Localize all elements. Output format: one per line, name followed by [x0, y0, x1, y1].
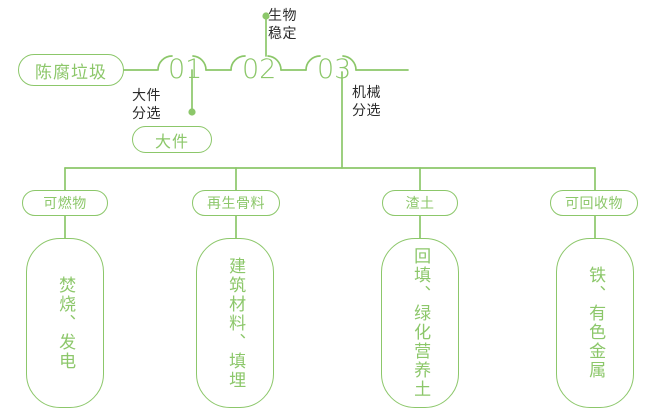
- node-destination-4[interactable]: 铁、有色金属: [556, 238, 634, 408]
- node-root[interactable]: 陈腐垃圾: [18, 54, 124, 86]
- caption-stage-03-line2: 分选: [352, 102, 381, 119]
- arc-01-left: [157, 55, 173, 71]
- node-category-1-label: 可燃物: [43, 196, 87, 212]
- caption-stage-03-line1: 机械: [352, 85, 381, 101]
- stage-number-03[interactable]: 03: [317, 54, 352, 85]
- node-destination-2-label: 建筑材料、填埋: [225, 256, 246, 390]
- node-side-output[interactable]: 大件: [132, 126, 212, 153]
- node-destination-3[interactable]: 回填、绿化营养土: [381, 238, 459, 408]
- caption-stage-01: 大件 分选: [132, 88, 161, 124]
- node-side-output-label: 大件: [154, 131, 189, 151]
- node-destination-1[interactable]: 焚烧、发电: [26, 238, 104, 408]
- arc-02-right: [267, 55, 282, 71]
- node-category-4-label: 可回收物: [565, 196, 623, 212]
- node-category-2-label: 再生骨料: [207, 196, 265, 212]
- arc-03-right: [342, 55, 357, 71]
- arc-03-left: [305, 55, 321, 71]
- caption-stage-02-line2: 稳定: [268, 25, 297, 42]
- caption-stage-02: 生物 稳定: [268, 8, 297, 44]
- endpoint-dot-bulky: [188, 108, 196, 116]
- arc-01-right: [192, 55, 207, 71]
- stage-number-01[interactable]: 01: [168, 54, 203, 85]
- caption-stage-01-line2: 分选: [132, 105, 161, 122]
- node-category-2[interactable]: 再生骨料: [192, 190, 280, 216]
- caption-stage-01-line1: 大件: [132, 88, 161, 104]
- caption-stage-02-line1: 生物: [268, 8, 297, 24]
- caption-stage-03: 机械 分选: [352, 85, 381, 121]
- node-destination-4-label: 铁、有色金属: [585, 266, 606, 380]
- arc-02-left: [230, 55, 246, 71]
- node-category-3[interactable]: 渣土: [382, 190, 458, 216]
- node-destination-3-label: 回填、绿化营养土: [410, 247, 431, 399]
- endpoint-dot-bio: [262, 12, 270, 20]
- stage-number-02[interactable]: 02: [242, 54, 277, 85]
- node-destination-2[interactable]: 建筑材料、填埋: [196, 238, 274, 408]
- node-category-1[interactable]: 可燃物: [22, 190, 108, 216]
- node-root-label: 陈腐垃圾: [35, 62, 107, 83]
- node-destination-1-label: 焚烧、发电: [55, 275, 76, 371]
- node-category-4[interactable]: 可回收物: [550, 190, 638, 216]
- node-category-3-label: 渣土: [405, 196, 435, 212]
